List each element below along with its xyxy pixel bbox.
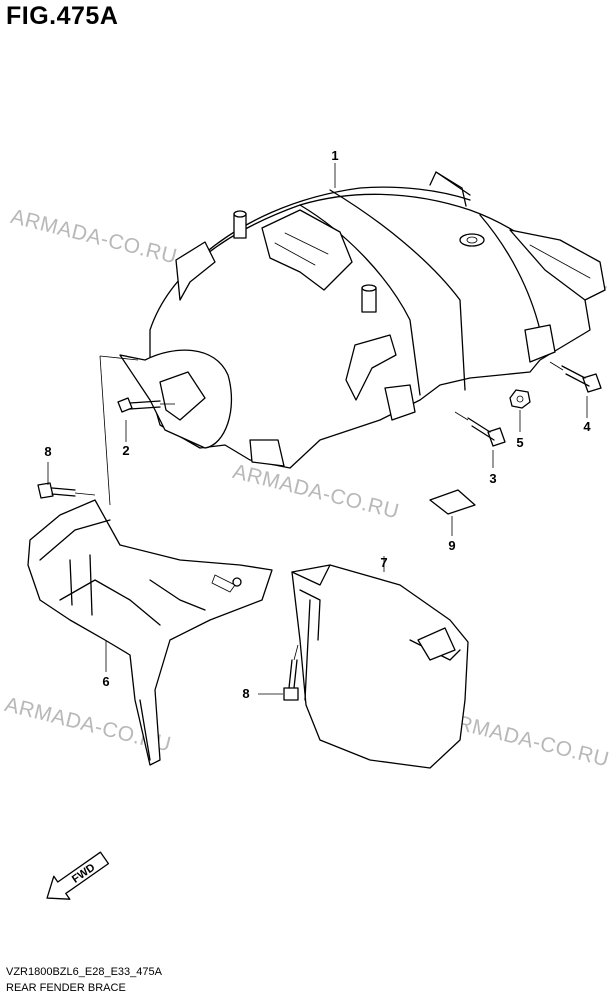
fender-brace-part[interactable] [27, 499, 273, 766]
bolt-part-4[interactable] [549, 361, 602, 393]
callout-7: 7 [380, 555, 388, 570]
callout-4: 4 [583, 419, 591, 434]
callout-5: 5 [516, 435, 524, 450]
pad-part-9[interactable] [429, 489, 476, 515]
mud-flap-part[interactable] [291, 564, 469, 769]
bolt-part-8-lower[interactable] [283, 644, 299, 701]
fwd-arrow-icon: FWD [46, 851, 110, 900]
bolt-part-3[interactable] [454, 411, 506, 447]
leader-lines [47, 163, 588, 695]
bolt-part-8-upper[interactable] [37, 482, 96, 499]
figure-code: VZR1800BZL6_E28_E33_475A [6, 966, 162, 978]
callout-2: 2 [122, 443, 130, 458]
bolt-part-2[interactable] [117, 397, 175, 413]
rear-fender-part[interactable] [99, 171, 606, 506]
callout-8-lower: 8 [242, 686, 250, 701]
callout-3: 3 [489, 471, 497, 486]
callout-9: 9 [448, 538, 456, 553]
callout-1: 1 [331, 148, 339, 163]
callout-8-upper: 8 [44, 444, 52, 459]
figure-title: FIG.475A [6, 2, 119, 30]
nut-part-5[interactable] [509, 389, 531, 409]
callout-6: 6 [102, 674, 110, 689]
figure-caption: REAR FENDER BRACE [6, 982, 126, 994]
